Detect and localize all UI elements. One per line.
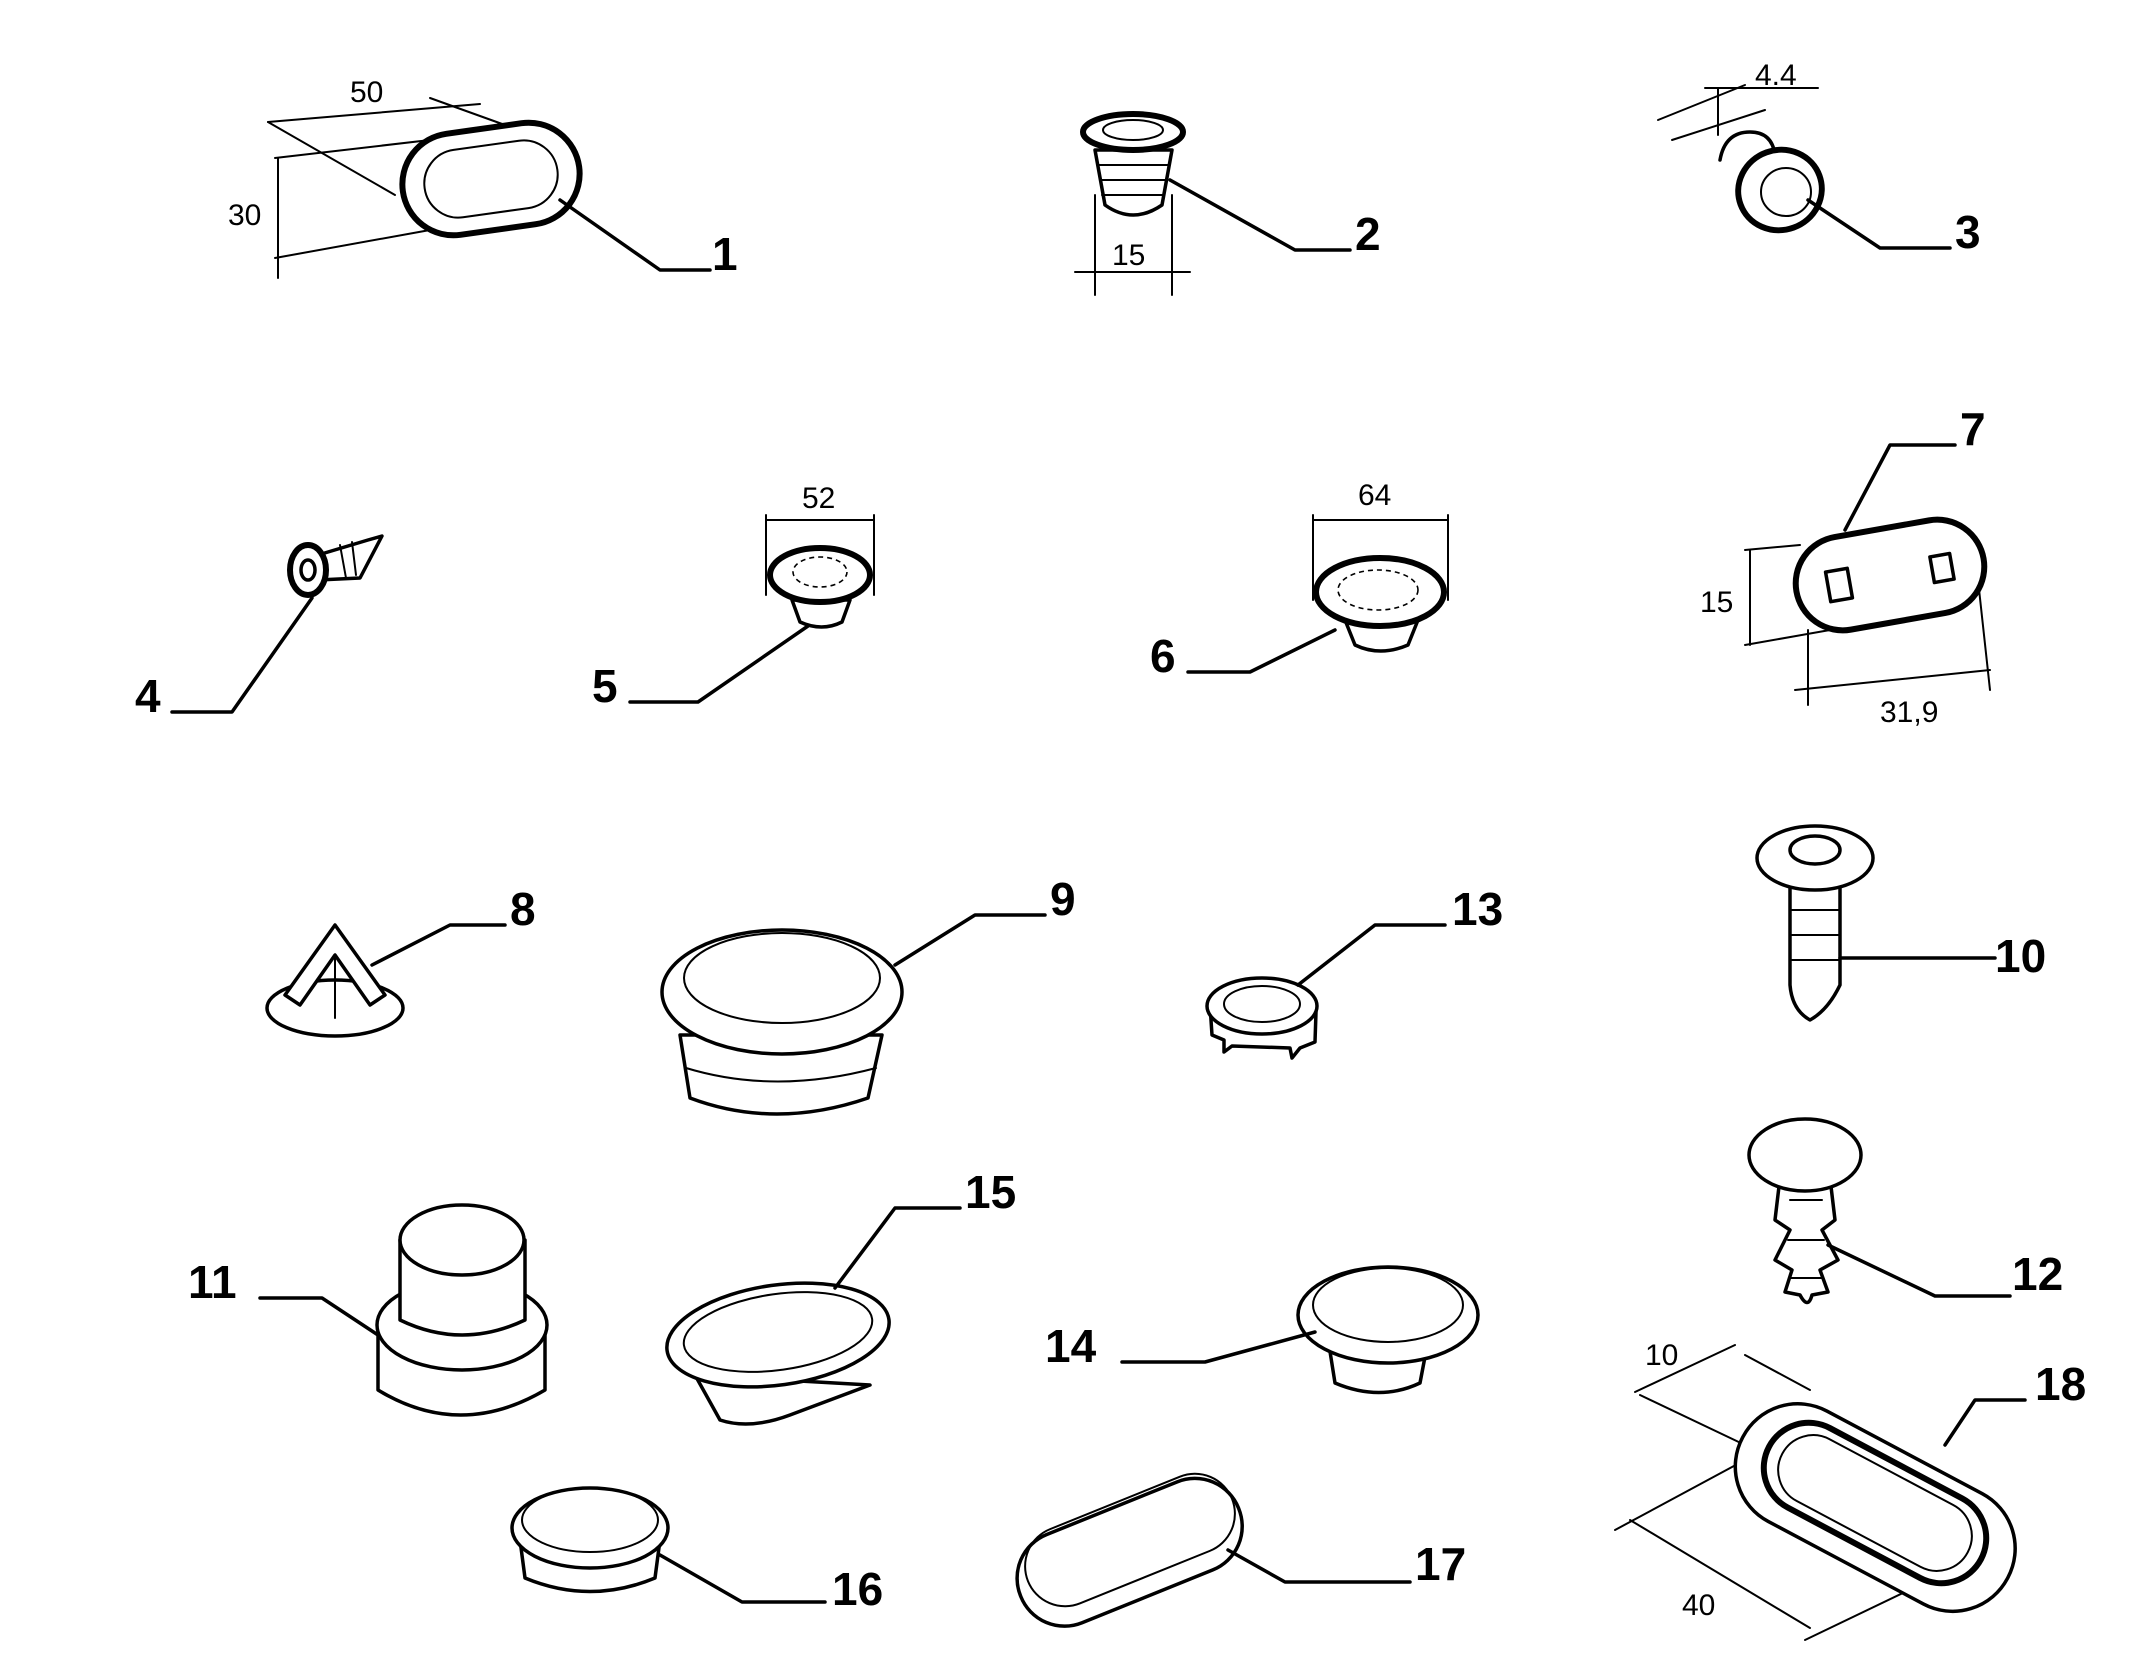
part-5: 52 5 (592, 482, 875, 712)
part-1: 50 30 1 (228, 76, 738, 280)
part-10: 10 (1755, 824, 2046, 1022)
part-10-label: 10 (1995, 930, 2046, 982)
part-12-label: 12 (2012, 1248, 2063, 1300)
part-9: 9 (660, 873, 1076, 1116)
part-16: 16 (510, 1486, 883, 1615)
part-6: 64 6 (1150, 479, 1449, 682)
part-5-dim-1: 52 (802, 482, 835, 515)
part-5-label: 5 (592, 660, 618, 712)
part-2-label: 2 (1355, 208, 1381, 260)
part-12: 12 (1747, 1117, 2063, 1305)
part-7-dim-1: 15 (1700, 586, 1733, 619)
part-4: 4 (135, 534, 384, 722)
part-15-label: 15 (965, 1166, 1016, 1218)
part-18: 10 40 18 (1614, 1339, 2086, 1641)
part-1-dim-2: 30 (228, 199, 261, 232)
part-7: 15 31,9 7 (1700, 403, 1991, 729)
part-1-label: 1 (712, 228, 738, 280)
part-8-label: 8 (510, 883, 536, 935)
part-11: 11 (188, 1203, 549, 1417)
part-2: 15 2 (1074, 111, 1381, 296)
part-17-label: 17 (1415, 1538, 1466, 1590)
part-2-dim-1: 15 (1112, 239, 1145, 272)
part-3: 4.4 3 (1657, 59, 1981, 258)
part-14: 14 (1045, 1265, 1480, 1395)
part-13: 13 (1205, 883, 1503, 1060)
part-1-dim-1: 50 (350, 76, 383, 109)
part-11-label: 11 (188, 1256, 237, 1308)
part-8: 8 (265, 883, 536, 1038)
part-18-label: 18 (2035, 1358, 2086, 1410)
part-4-label: 4 (135, 670, 161, 722)
part-7-dim-2: 31,9 (1880, 696, 1938, 729)
part-3-label: 3 (1955, 206, 1981, 258)
part-9-label: 9 (1050, 873, 1076, 925)
part-15: 15 (665, 1166, 1016, 1426)
part-17: 17 (1015, 1472, 1466, 1628)
part-6-dim-1: 64 (1358, 479, 1391, 512)
part-14-label: 14 (1045, 1320, 1097, 1372)
part-16-label: 16 (832, 1563, 883, 1615)
part-18-dim-2: 40 (1682, 1589, 1715, 1622)
part-3-dim-1: 4.4 (1755, 59, 1797, 92)
part-7-label: 7 (1960, 403, 1986, 455)
part-18-dim-1: 10 (1645, 1339, 1678, 1372)
part-13-label: 13 (1452, 883, 1503, 935)
part-6-label: 6 (1150, 630, 1176, 682)
